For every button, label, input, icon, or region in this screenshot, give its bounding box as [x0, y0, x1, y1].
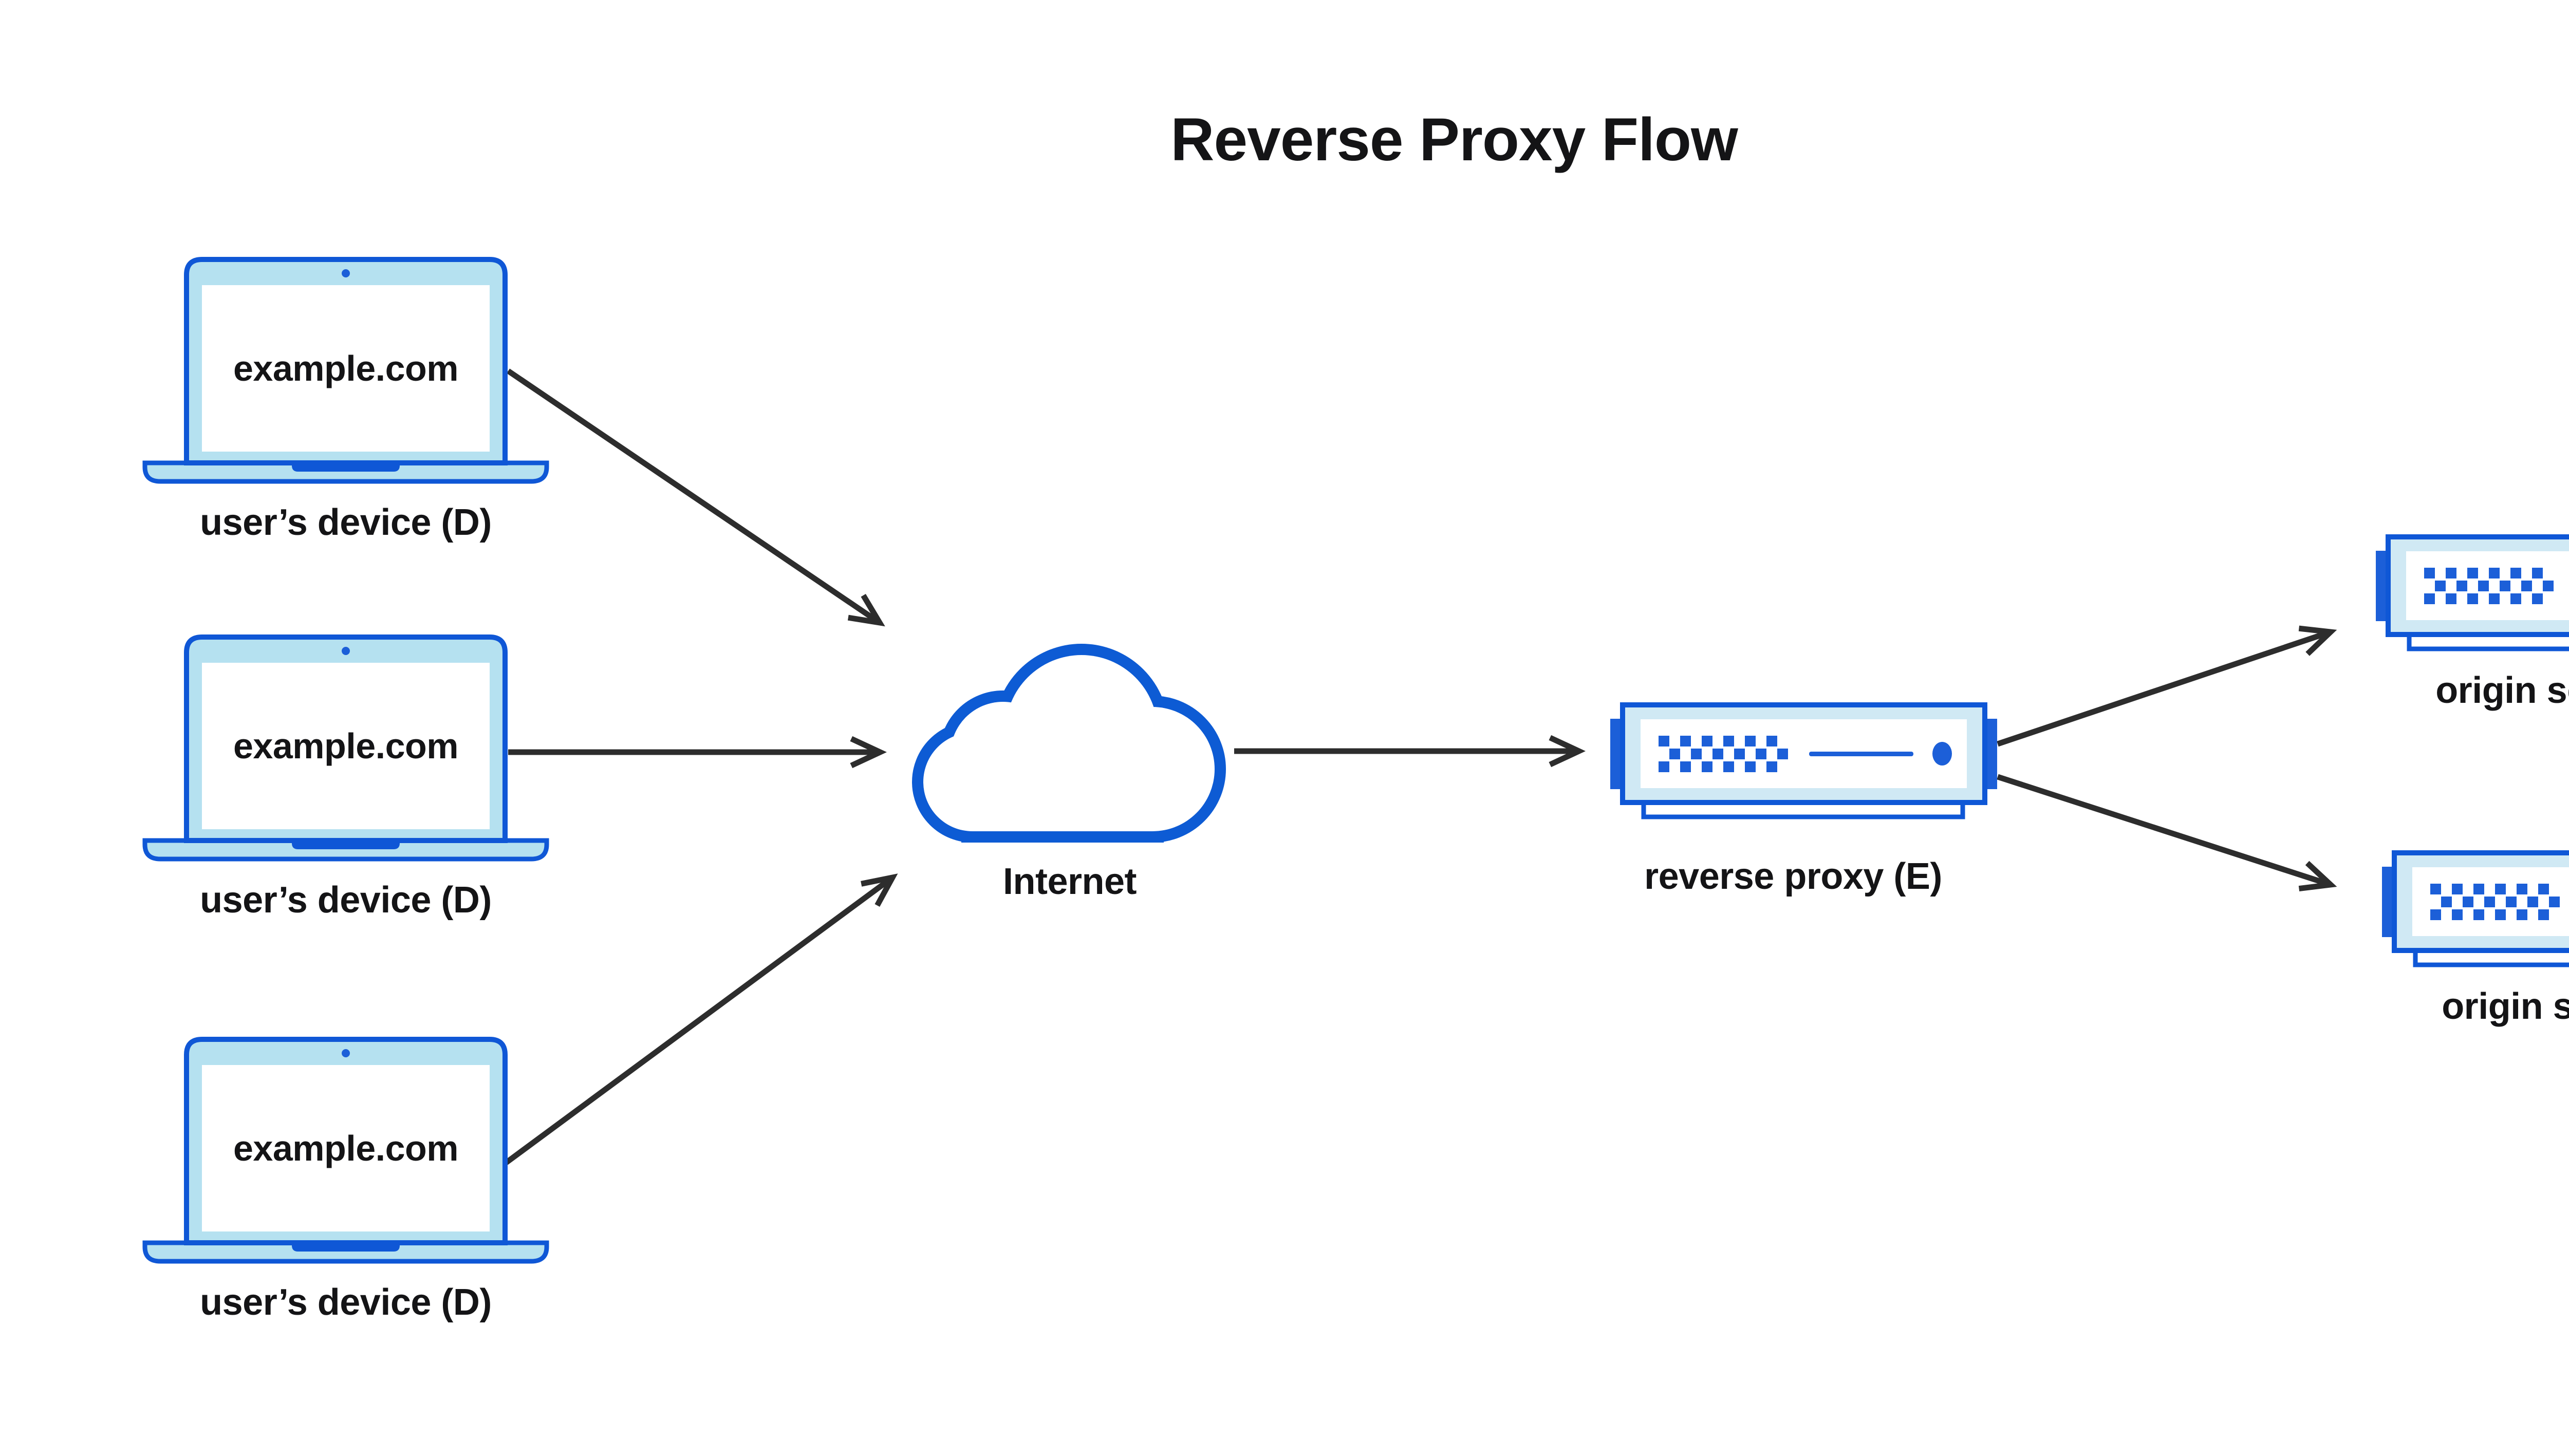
arrow-internet-to-proxy — [1234, 735, 1586, 768]
arrow-proxy-to-origin1 — [1997, 625, 2337, 747]
device-3-label: user’s device (D) — [200, 1282, 492, 1323]
device-1-label: user’s device (D) — [200, 502, 492, 543]
arrow-device1-to-internet — [506, 368, 885, 627]
arrow-device2-to-internet — [508, 736, 887, 769]
origin-server-icon-2 — [2382, 853, 2569, 965]
device-1-screen-text: example.com — [233, 348, 459, 388]
origin-server-1-label: origin server (F) — [2435, 670, 2569, 711]
device-2-screen-text: example.com — [233, 726, 459, 766]
origin-server-icon-1 — [2376, 537, 2569, 649]
device-2-label: user’s device (D) — [200, 880, 492, 921]
device-3-screen-text: example.com — [233, 1128, 459, 1168]
reverse-proxy-icon — [1610, 705, 1997, 817]
reverse-proxy-label: reverse proxy (E) — [1644, 856, 1942, 897]
page-title: Reverse Proxy Flow — [1170, 106, 1738, 174]
internet-label: Internet — [1002, 861, 1137, 902]
arrow-device3-to-internet — [504, 873, 898, 1165]
origin-server-2-label: origin server (F) — [2442, 986, 2569, 1027]
internet-cloud-icon — [912, 644, 1226, 843]
arrow-proxy-to-origin2 — [1997, 774, 2337, 892]
